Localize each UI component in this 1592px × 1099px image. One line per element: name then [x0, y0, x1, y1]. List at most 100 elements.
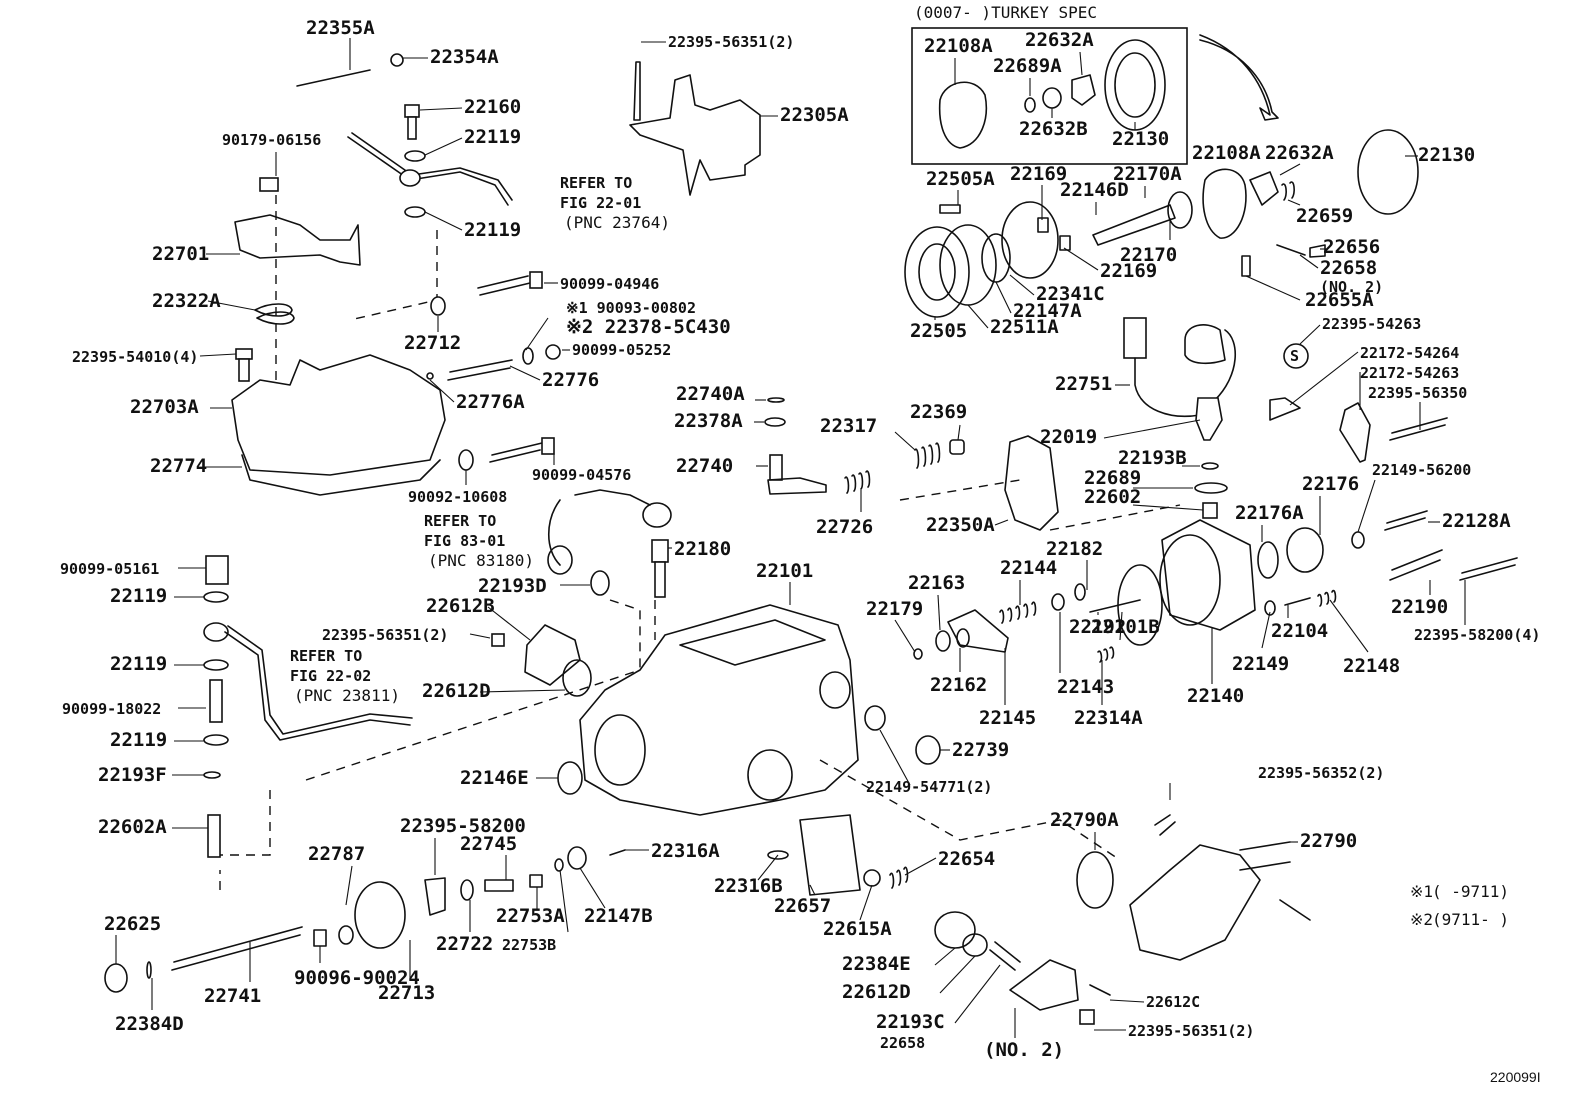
part-label[interactable]: 22689 [1084, 467, 1141, 489]
part-label[interactable]: 22101B [1091, 616, 1160, 638]
part-label[interactable]: 22712 [404, 332, 461, 354]
part-label[interactable]: 22316A [651, 840, 720, 862]
part-label[interactable]: 22657 [774, 895, 831, 917]
part-label[interactable]: 22143 [1057, 676, 1114, 698]
part-label[interactable]: 22180 [674, 538, 731, 560]
part-label[interactable]: 90179-06156 [222, 131, 321, 149]
part-label[interactable]: 22119 [110, 653, 167, 675]
part-label[interactable]: 22193B [1118, 447, 1187, 469]
part-label[interactable]: 22147B [584, 905, 653, 927]
part-label[interactable]: 22130 [1112, 128, 1169, 150]
part-label[interactable]: 90096-90024 [294, 967, 420, 989]
part-label[interactable]: 22378A [674, 410, 743, 432]
part-label[interactable]: 22170 [1120, 244, 1177, 266]
part-label[interactable]: 22632A [1265, 142, 1334, 164]
part-label[interactable]: 22511A [990, 316, 1059, 338]
part-label[interactable]: 22176A [1235, 502, 1304, 524]
part-label[interactable]: 22395-56351(2) [668, 33, 794, 51]
part-label[interactable]: 22739 [952, 739, 1009, 761]
part-label[interactable]: 22701 [152, 243, 209, 265]
part-label[interactable]: 90099-05252 [572, 341, 671, 359]
part-label[interactable]: 22776A [456, 391, 525, 413]
part-label[interactable]: 22625 [104, 913, 161, 935]
part-label[interactable]: 90099-04576 [532, 466, 631, 484]
part-label[interactable]: 22689A [993, 55, 1062, 77]
part-label[interactable]: 22019 [1040, 426, 1097, 448]
part-label[interactable]: 22128A [1442, 510, 1511, 532]
part-label[interactable]: 22384D [115, 1013, 184, 1035]
part-label[interactable]: 22170A [1113, 163, 1182, 185]
part-label[interactable]: 22119 [464, 219, 521, 241]
part-label[interactable]: 22341C [1036, 283, 1105, 305]
part-label[interactable]: 22395-54263 [1322, 315, 1421, 333]
part-label[interactable]: 22119 [464, 126, 521, 148]
part-label[interactable]: 22751 [1055, 373, 1112, 395]
part-label[interactable]: 22355A [306, 17, 375, 39]
part-label[interactable]: 22722 [436, 933, 493, 955]
part-label[interactable]: 22104 [1271, 620, 1328, 642]
part-label[interactable]: 22745 [460, 833, 517, 855]
part-label[interactable]: 22149-56200 [1372, 461, 1471, 479]
part-label[interactable]: 22632A [1025, 29, 1094, 51]
part-label[interactable]: 22147A [1013, 300, 1082, 322]
part-label[interactable]: 22108A [924, 35, 993, 57]
part-label[interactable]: 22658 [880, 1034, 925, 1052]
part-label[interactable]: 22169 [1100, 260, 1157, 282]
part-label[interactable]: 22193D [478, 575, 547, 597]
part-label[interactable]: 22160 [464, 96, 521, 118]
part-label[interactable]: 22505A [926, 168, 995, 190]
part-label[interactable]: 22354A [430, 46, 499, 68]
part-label[interactable]: 22119 [110, 729, 167, 751]
part-label[interactable]: 22612D [842, 981, 911, 1003]
part-label[interactable]: 22774 [150, 455, 207, 477]
part-label[interactable]: 22741 [204, 985, 261, 1007]
part-label[interactable]: 90099-04946 [560, 275, 659, 293]
part-label[interactable]: 22119 [110, 585, 167, 607]
part-label[interactable]: 22176 [1302, 473, 1359, 495]
part-label[interactable]: ※2 22378-5C430 [566, 316, 731, 338]
part-label[interactable]: 22395-56352(2) [1258, 764, 1384, 782]
part-label[interactable]: 22172-54263 [1360, 364, 1459, 382]
part-label[interactable]: 22395-56350 [1368, 384, 1467, 402]
part-label[interactable]: 22655A [1305, 289, 1374, 311]
part-label[interactable]: 90092-10608 [408, 488, 507, 506]
part-label[interactable]: 22395-58200 [400, 815, 526, 837]
part-label[interactable]: 22179 [866, 598, 923, 620]
part-label[interactable]: 22162 [930, 674, 987, 696]
part-label[interactable]: 22790A [1050, 809, 1119, 831]
part-label[interactable]: 22505 [910, 320, 967, 342]
part-label[interactable]: ※1 90093-00802 [566, 299, 696, 317]
part-label[interactable]: 22316B [714, 875, 783, 897]
part-label[interactable]: 90099-18022 [62, 700, 161, 718]
part-label[interactable]: (NO. 2) [984, 1039, 1064, 1061]
part-label[interactable]: 22350A [926, 514, 995, 536]
part-label[interactable]: 22740A [676, 383, 745, 405]
part-label[interactable]: 22193C [876, 1011, 945, 1033]
part-label[interactable]: 22193F [98, 764, 167, 786]
part-label[interactable]: 22317 [820, 415, 877, 437]
part-label[interactable]: 22146E [460, 767, 529, 789]
part-label[interactable]: (NO. 2) [1320, 278, 1383, 296]
part-label[interactable]: 22395-56351(2) [322, 626, 448, 644]
part-label[interactable]: 22740 [676, 455, 733, 477]
part-label[interactable]: 22322A [152, 290, 221, 312]
part-label[interactable]: 22654 [938, 848, 995, 870]
part-label[interactable]: 22192 [1069, 616, 1126, 638]
part-label[interactable]: 22146D [1060, 179, 1129, 201]
part-label[interactable]: 22314A [1074, 707, 1143, 729]
part-label[interactable]: 22726 [816, 516, 873, 538]
part-label[interactable]: 22395-58200(4) [1414, 626, 1540, 644]
part-label[interactable]: 22776 [542, 369, 599, 391]
part-label[interactable]: 22101 [756, 560, 813, 582]
part-label[interactable]: 22787 [308, 843, 365, 865]
part-label[interactable]: 22602 [1084, 486, 1141, 508]
part-label[interactable]: 22612D [422, 680, 491, 702]
part-label[interactable]: 22753A [496, 905, 565, 927]
part-label[interactable]: 22790 [1300, 830, 1357, 852]
part-label[interactable]: 22182 [1046, 538, 1103, 560]
part-label[interactable]: 22148 [1343, 655, 1400, 677]
part-label[interactable]: 22172-54264 [1360, 344, 1459, 362]
part-label[interactable]: 22384E [842, 953, 911, 975]
part-label[interactable]: 22632B [1019, 118, 1088, 140]
part-label[interactable]: 22656 [1323, 236, 1380, 258]
